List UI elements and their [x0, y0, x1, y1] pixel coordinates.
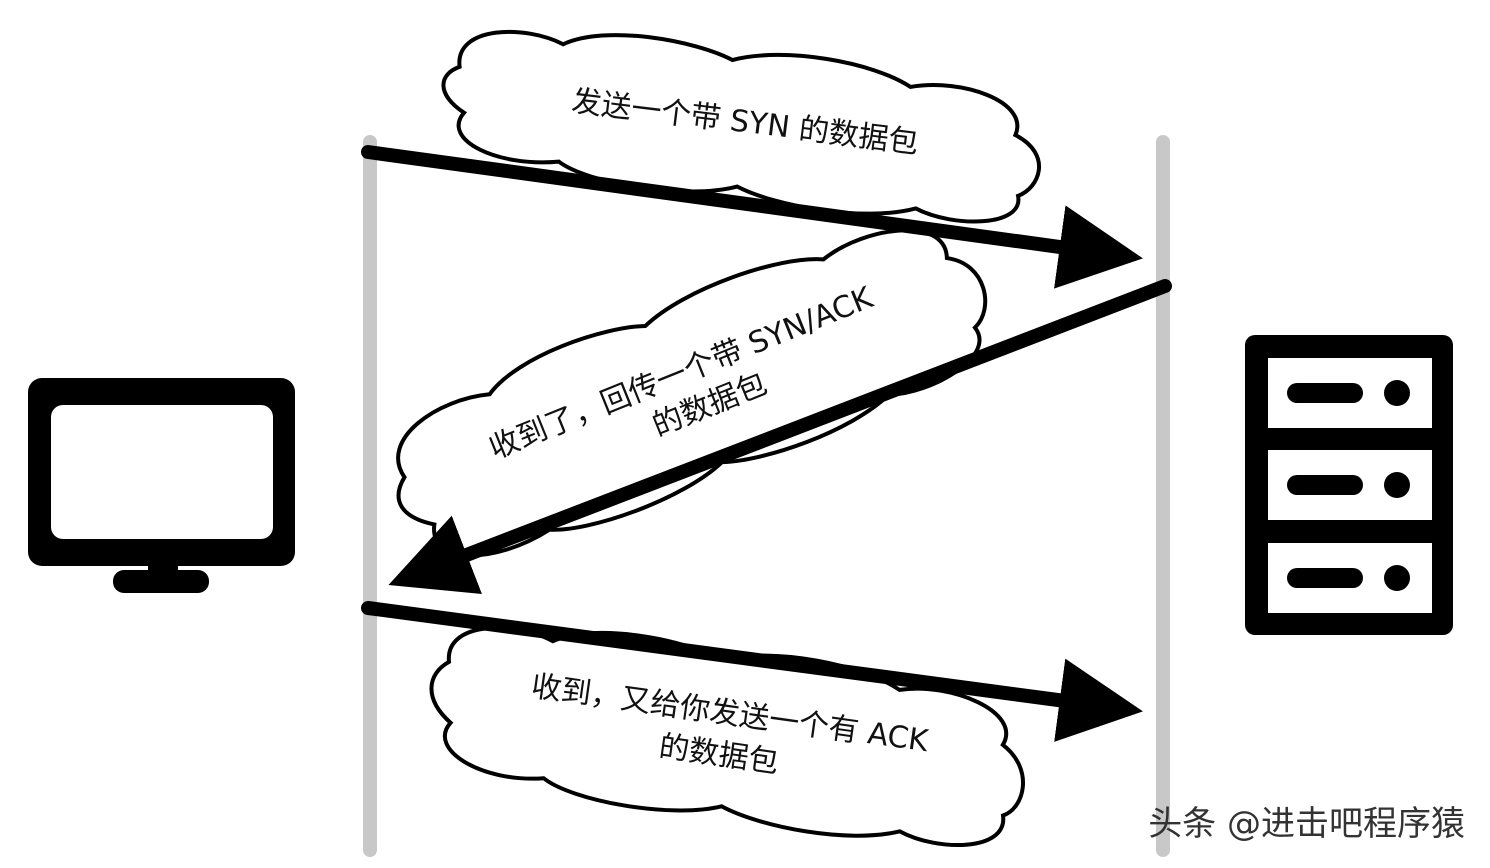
syn-ack-arrow — [388, 279, 1172, 595]
cloud-syn-ack: 收到了，回传一个带 SYN/ACK 的数据包 — [396, 228, 988, 558]
cloud-ack: 收到，又给你发送一个有 ACK 的数据包 — [429, 625, 1026, 847]
cloud-syn: 发送一个带 SYN 的数据包 — [441, 29, 1042, 224]
watermark: 头条 @进击吧程序猿 — [1148, 804, 1465, 844]
syn-arrow — [361, 145, 1143, 289]
monitor-icon — [28, 378, 295, 593]
ack-arrow — [361, 601, 1143, 742]
server-icon — [1245, 335, 1453, 635]
